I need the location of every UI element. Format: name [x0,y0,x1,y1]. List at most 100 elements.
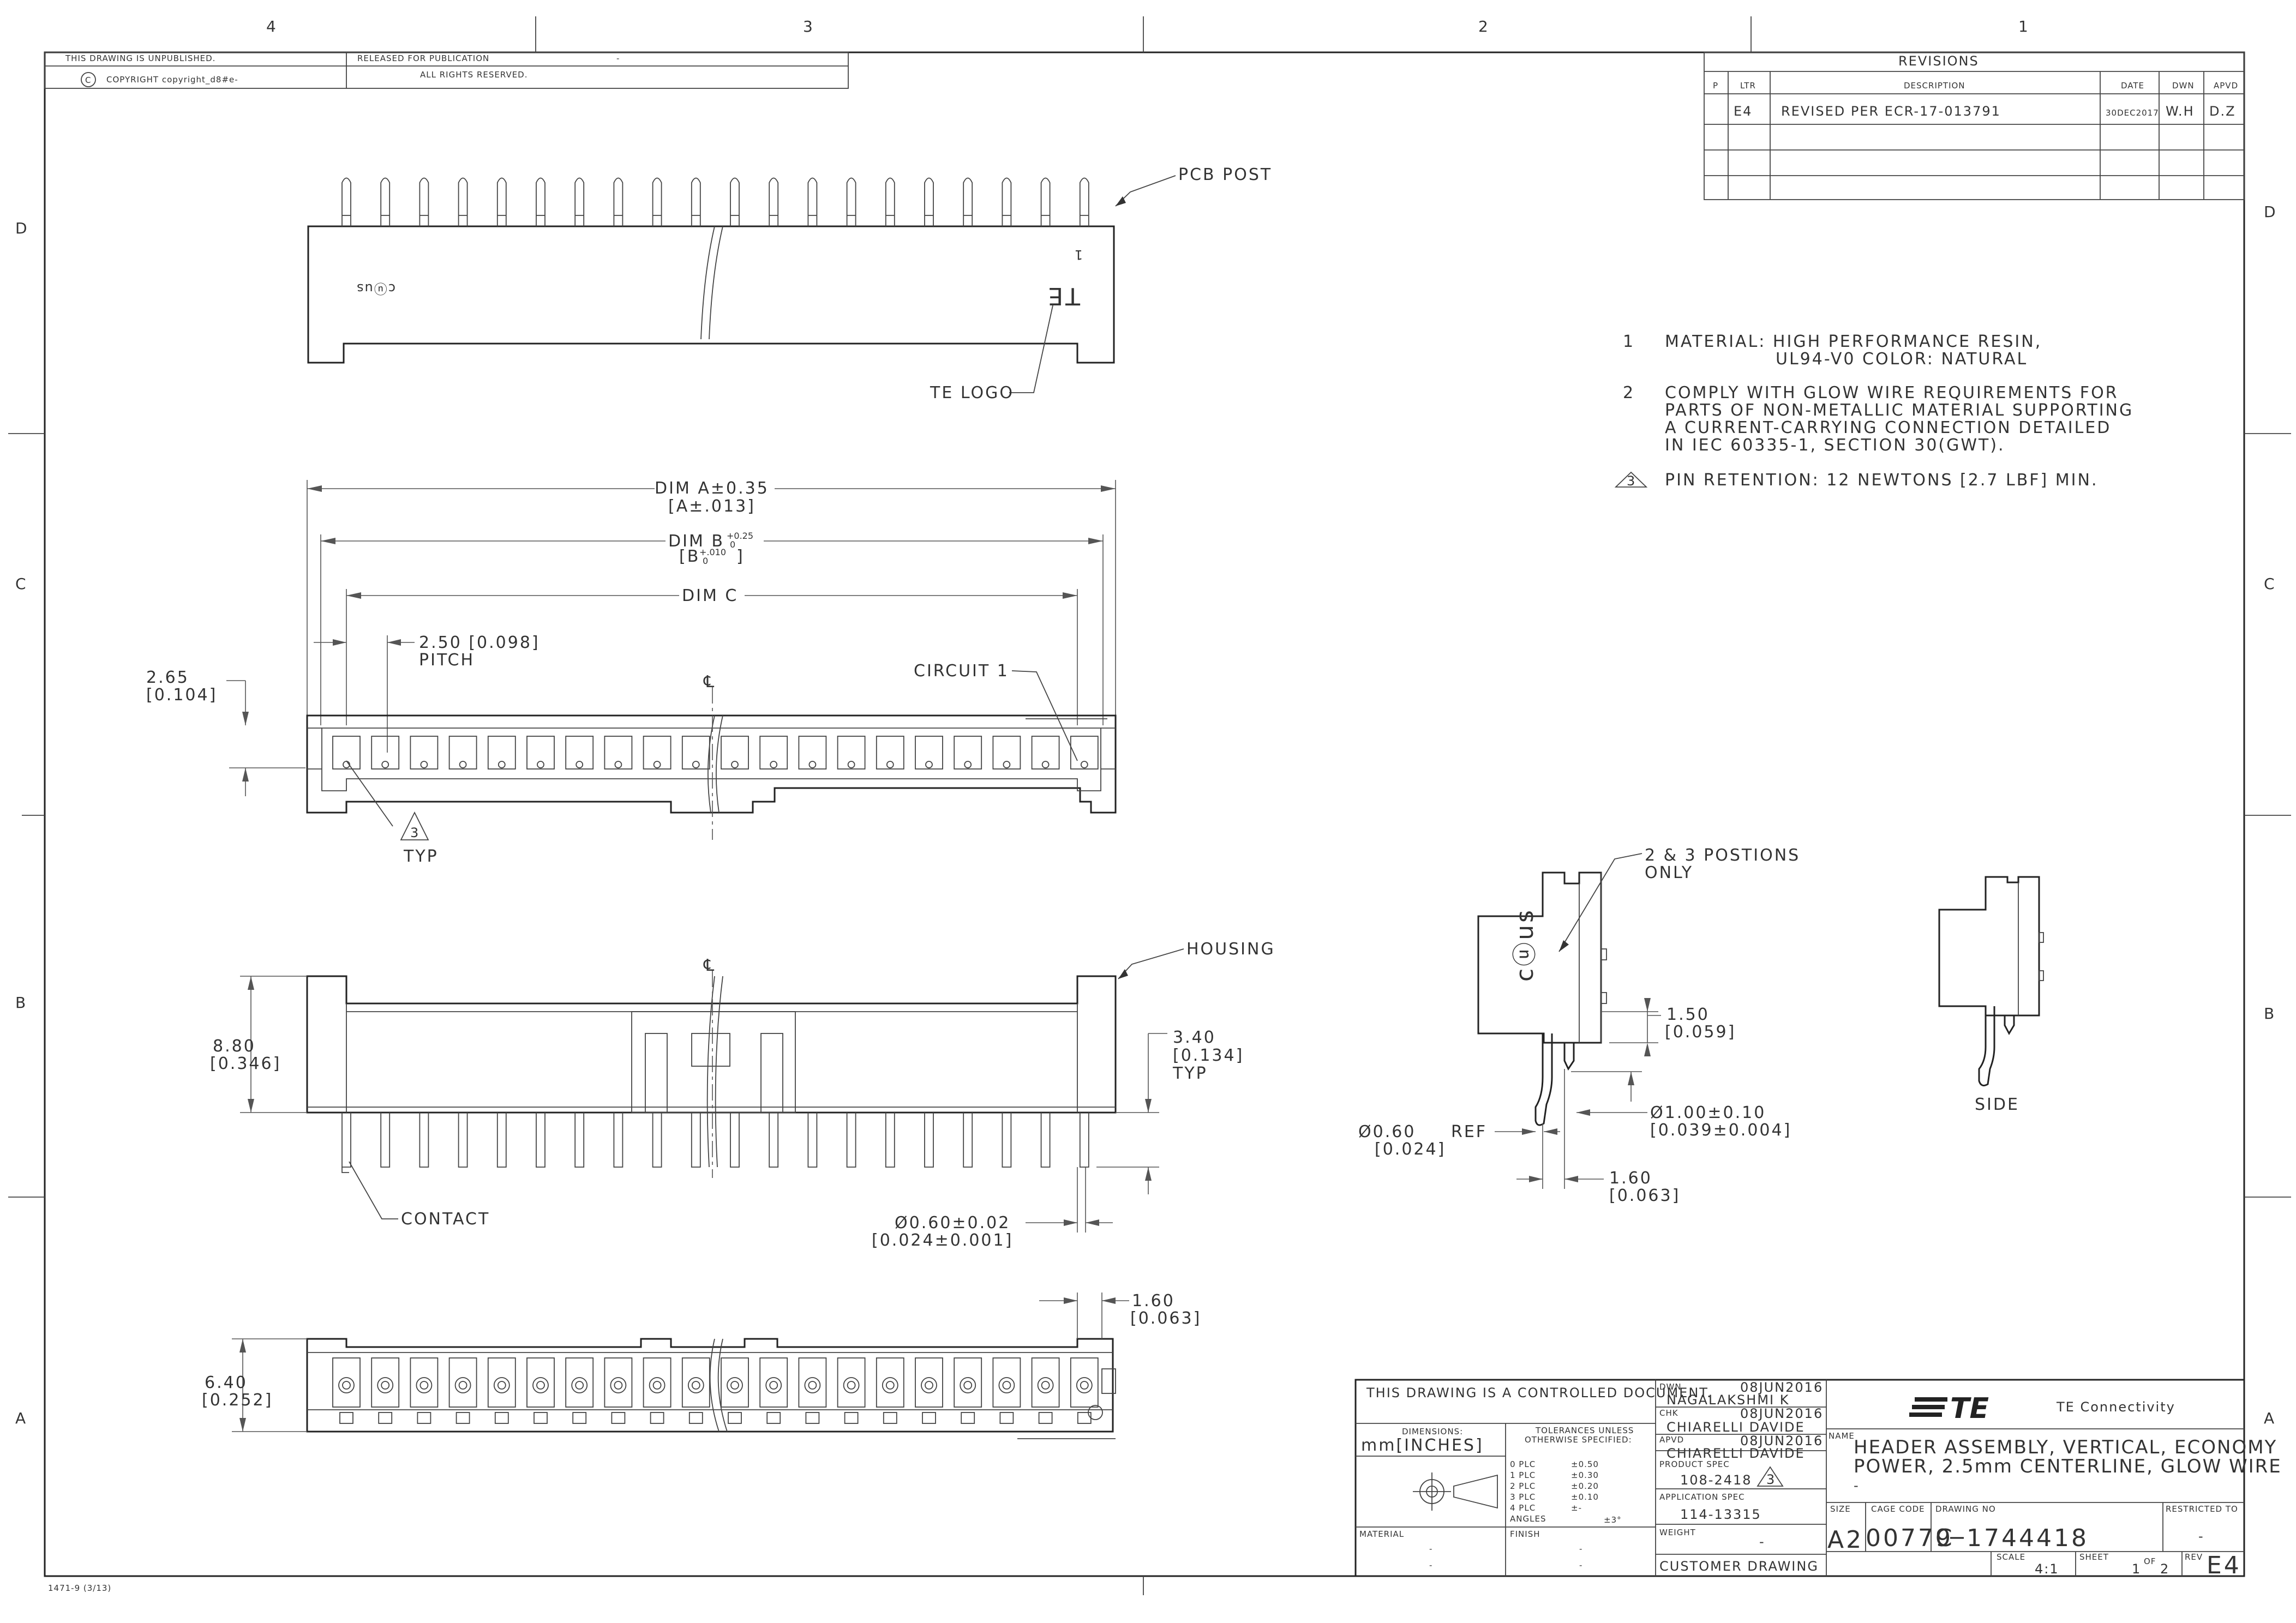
svg-text:C: C [85,75,91,85]
bottom-cell-foot [650,1412,664,1424]
contact-cell [487,736,516,770]
revisions-table: REVISIONS P LTR DESCRIPTION DATE DWN APV… [1704,52,2245,200]
pcb-post [341,177,351,226]
bottom-cell-pin [1080,1381,1089,1390]
contact-pin [769,1113,779,1168]
bottom-cell-ring [610,1377,627,1393]
bottom-cell-foot [611,1412,626,1424]
tb-tol-val-0: ±0.50 [1571,1459,1599,1469]
pcb-post [885,177,895,226]
pcb-post [691,177,701,226]
pcb-post [536,177,545,226]
contact-pin [885,1113,895,1168]
typ-flag-icon [400,811,429,840]
bottom-cell [448,1357,477,1408]
view-bottom: 6.40 [0.252] 1.60 [0.063] [202,1291,1201,1439]
dim-640-inch: [0.252] [202,1391,273,1410]
contact-pin-tail [341,1167,349,1173]
contact-pin [924,1113,934,1168]
tb-customer: CUSTOMER DRAWING [1659,1559,1819,1574]
tb-app-spec-label: APPLICATION SPEC [1659,1492,1745,1502]
note-1-number: 1 [1623,332,1635,351]
dim-640: 6.40 [205,1373,248,1392]
pcb-post [419,177,429,226]
contact-pin-end [731,761,739,768]
tb-drawing-no-label: DRAWING NO [1935,1504,1996,1514]
callout-te-logo: TE LOGO [930,383,1014,402]
rev-header-p: P [1713,81,1718,91]
pcb-post [1079,177,1089,226]
bottom-cell-foot [494,1412,509,1424]
centerline-top-view: ℄ [703,672,716,692]
contact-pin-end [381,761,389,768]
dim-100: Ø1.00±0.10 [1650,1103,1766,1122]
bottom-cell-ring [532,1377,549,1393]
tb-apvd-label: APVD [1659,1435,1684,1445]
bottom-cell-pin [342,1381,351,1390]
tb-tol-val-3: ±0.10 [1571,1492,1599,1502]
dim-160-top-inch: [0.063] [1130,1309,1201,1328]
tb-rev: E4 [2207,1552,2241,1579]
dim-160-top: 1.60 [1132,1291,1175,1311]
contact-cell [526,736,555,770]
bottom-cell [1031,1357,1060,1408]
contact-pin-end [614,761,622,768]
tb-app-spec: 114-13315 [1680,1507,1761,1522]
view-front: ℄ HOUSING 8.80 [0.346] 3.40 [0.134] TYP … [210,940,1274,1250]
tb-tol-plc-4: 4 PLC [1510,1503,1536,1513]
contact-pin-end [653,761,661,768]
pin-one-marking: 1 [1074,247,1083,262]
dim-c-label: DIM C [682,586,738,605]
zone-col-4: 4 [266,17,276,35]
bottom-cell [915,1357,943,1408]
contact-pin-end [770,761,778,768]
bottom-cell [876,1357,904,1408]
note-2-line-4: IN IEC 60335-1, SECTION 30(GWT). [1665,436,2005,455]
bottom-cell-ring [1076,1377,1093,1393]
bottom-cell-ring [960,1377,976,1393]
tb-size: A2 [1827,1526,1863,1554]
side-ul-marking: cⓤus [1511,908,1539,982]
rev-row-apvd: D.Z [2209,104,2236,119]
tb-angles-val: ±3° [1604,1515,1622,1525]
contact-pin [419,1113,429,1168]
bottom-cell-pin [885,1381,895,1390]
contact-pin [963,1113,973,1168]
bottom-cell-foot [766,1412,781,1424]
callout-pcb-post: PCB POST [1178,165,1272,184]
tb-company: TE Connectivity [2056,1399,2175,1415]
contact-cell [992,736,1021,770]
tb-tol-val-2: ±0.20 [1571,1481,1599,1491]
dim-060-inch: [0.024] [1375,1140,1446,1159]
bottom-cell-pin [419,1381,429,1390]
bottom-cell [487,1357,516,1408]
bottom-cell [759,1357,788,1408]
contact-pin [574,1113,585,1168]
bottom-cell-pin [1002,1381,1011,1390]
tb-tol-plc-0: 0 PLC [1510,1459,1536,1469]
callout-circuit-1: CIRCUIT 1 [914,662,1009,681]
note-2-line-1: COMPLY WITH GLOW WIRE REQUIREMENTS FOR [1665,383,2119,402]
dim-b-tol-zero: 0 [730,539,735,550]
tb-of: 2 [2160,1561,2169,1577]
zone-row-a-left: A [15,1409,26,1427]
dim-340-typ: TYP [1172,1064,1208,1083]
dim-340: 3.40 [1173,1028,1216,1047]
dim-150: 1.50 [1666,1005,1710,1024]
bottom-cell [526,1357,555,1408]
rev-row-dwn: W.H [2166,104,2195,119]
housing-ul-marking: cⓤus [356,281,395,296]
contact-pin [1002,1113,1012,1168]
zone-col-2: 2 [1478,17,1488,35]
te-logo: TE [1909,1392,1989,1425]
note-2-line-3: A CURRENT-CARRYING CONNECTION DETAILED [1665,418,2111,437]
tb-weight-label: WEIGHT [1659,1528,1696,1537]
view-top: DIM A±0.35 [A±.013] DIM B +0.25 0 [B +.0… [146,479,1117,866]
dim-340-inch: [0.134] [1173,1046,1244,1065]
note-3-flag-icon [1614,471,1648,488]
tb-cage: 00779 [1866,1524,1953,1552]
callout-only: ONLY [1645,863,1693,882]
notes-block: 1 MATERIAL: HIGH PERFORMANCE RESIN, UL94… [1614,332,2132,490]
contact-pin-end [1041,761,1050,768]
